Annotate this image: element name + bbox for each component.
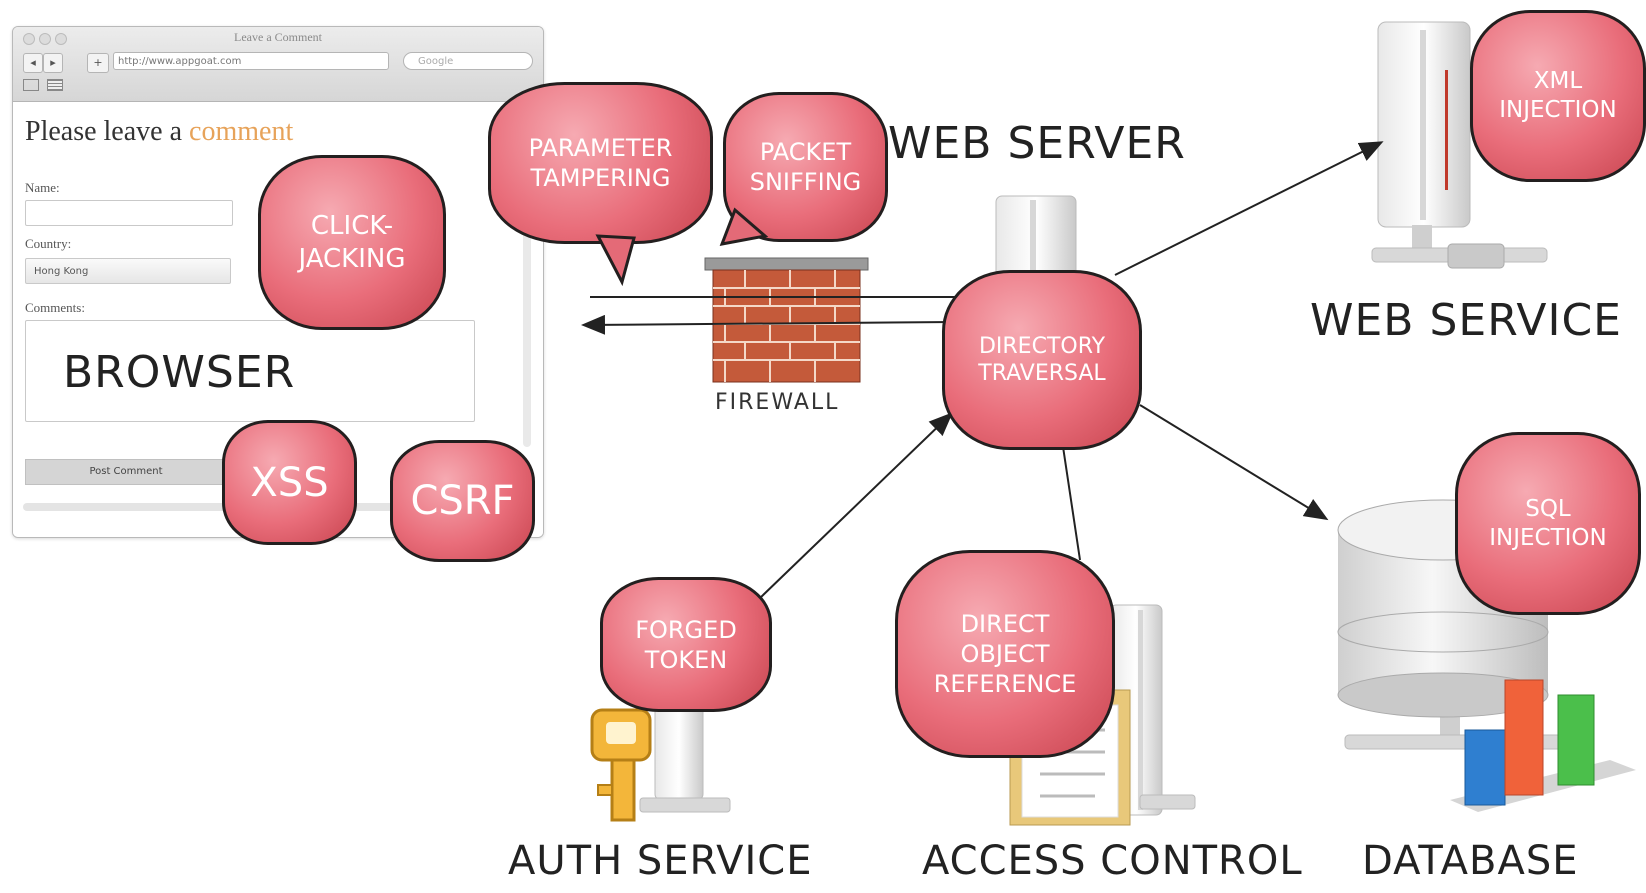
zoom-window-icon[interactable]	[55, 33, 67, 45]
bubble-csrf: CSRF	[390, 440, 535, 562]
auth-arrow	[759, 412, 953, 599]
bubble-xss: XSS	[222, 420, 357, 545]
post-comment-button[interactable]: Post Comment	[25, 459, 227, 485]
web-service-icon	[1371, 21, 1548, 269]
back-icon[interactable]: ◂	[23, 53, 43, 73]
name-field[interactable]	[25, 200, 233, 226]
window-title: Leave a Comment	[234, 30, 322, 44]
vertical-scrollbar[interactable]	[523, 107, 531, 447]
browser-titlebar: Leave a Comment ◂ ▸ + http://www.appgoat…	[13, 27, 543, 102]
add-bookmark-icon[interactable]: +	[87, 53, 109, 73]
country-select[interactable]: Hong Kong	[25, 258, 231, 284]
minimize-window-icon[interactable]	[39, 33, 51, 45]
bookmarks-icon[interactable]	[23, 79, 39, 91]
comments-field[interactable]	[25, 320, 475, 422]
name-label: Name:	[25, 180, 60, 195]
browser-label: BROWSER	[63, 347, 296, 398]
access-control-label: ACCESS CONTROL	[922, 838, 1303, 884]
web-service-label: WEB SERVICE	[1310, 295, 1622, 346]
country-label: Country:	[25, 236, 72, 251]
bubble-click-jacking: CLICK-JACKING	[258, 155, 446, 330]
top-sites-icon[interactable]	[47, 79, 63, 91]
web-server-label: WEB SERVER	[888, 118, 1186, 169]
response-arrow	[581, 314, 956, 335]
auth-service-label: AUTH SERVICE	[508, 838, 813, 884]
database-arrow	[1139, 404, 1329, 521]
firewall-label: FIREWALL	[715, 390, 840, 415]
forward-icon[interactable]: ▸	[43, 53, 63, 73]
search-field[interactable]: Google	[403, 52, 533, 70]
access-control-line	[1061, 439, 1081, 561]
web-service-arrow	[1114, 141, 1384, 276]
database-label: DATABASE	[1362, 838, 1579, 884]
heading-accent: comment	[189, 116, 294, 147]
firewall-icon	[704, 257, 869, 383]
close-window-icon[interactable]	[23, 33, 35, 45]
comments-label: Comments:	[25, 300, 85, 315]
heading-main: Please leave a	[25, 116, 183, 147]
url-field[interactable]: http://www.appgoat.com	[113, 52, 389, 70]
page-heading: Please leave a comment	[25, 116, 293, 148]
